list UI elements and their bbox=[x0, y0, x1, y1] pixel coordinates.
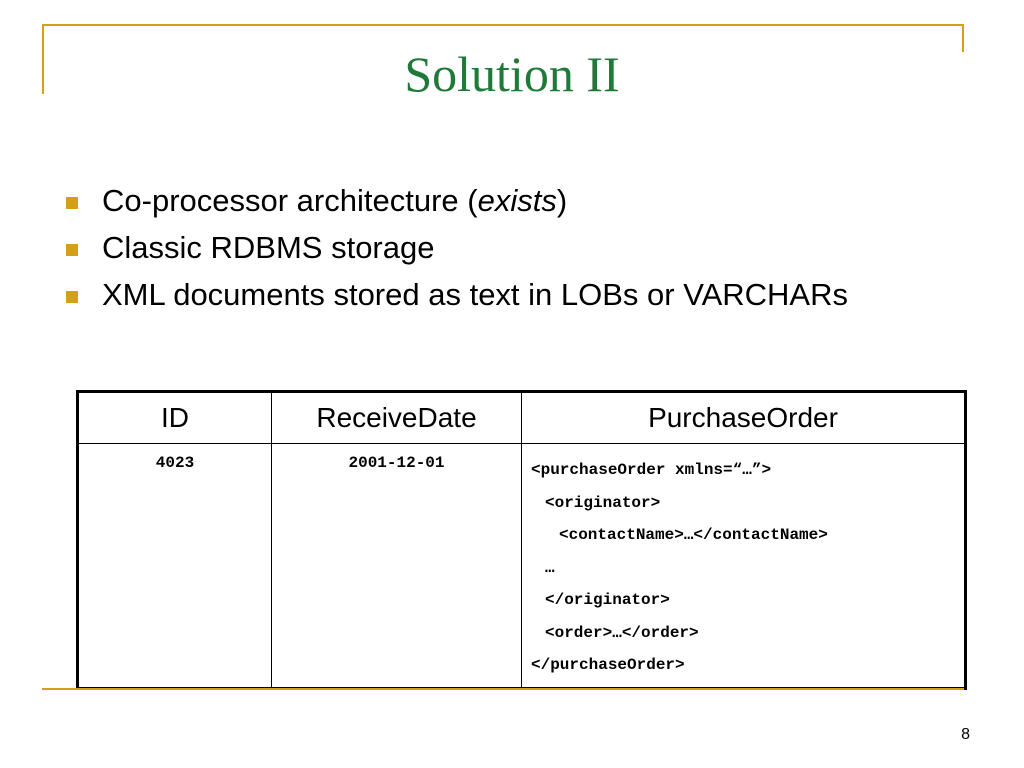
frame-bottom-line bbox=[42, 688, 964, 690]
cell-id: 4023 bbox=[77, 443, 272, 689]
frame-left-line bbox=[42, 24, 44, 94]
square-bullet-icon bbox=[66, 291, 78, 303]
column-header-id: ID bbox=[77, 391, 272, 444]
square-bullet-icon bbox=[66, 197, 78, 209]
bullet-list: Co-processor architecture (exists) Class… bbox=[62, 182, 942, 323]
purchase-order-table: ID ReceiveDate PurchaseOrder 4023 2001-1… bbox=[76, 390, 967, 690]
xml-line: </originator> bbox=[545, 591, 670, 609]
bullet-text-end: ) bbox=[556, 183, 568, 218]
square-bullet-icon bbox=[66, 244, 78, 256]
bullet-text: XML documents stored as text in LOBs or … bbox=[102, 277, 848, 312]
bullet-item: Co-processor architecture (exists) bbox=[62, 182, 942, 220]
table-row: 4023 2001-12-01 <purchaseOrder xmlns=“…”… bbox=[77, 443, 966, 689]
xml-line: <purchaseOrder xmlns=“…”> bbox=[531, 461, 772, 479]
cell-purchase-order: <purchaseOrder xmlns=“…”> <originator> <… bbox=[521, 443, 966, 689]
table-header-row: ID ReceiveDate PurchaseOrder bbox=[77, 391, 966, 444]
page-number: 8 bbox=[961, 726, 970, 743]
xml-line: </purchaseOrder> bbox=[531, 656, 685, 674]
xml-line: <originator> bbox=[545, 493, 661, 512]
frame-top-line bbox=[42, 24, 964, 26]
column-header-purchase-order: PurchaseOrder bbox=[521, 391, 966, 444]
column-header-receive-date: ReceiveDate bbox=[271, 391, 522, 444]
xml-line: <contactName>…</contactName> bbox=[559, 526, 828, 544]
xml-line: … bbox=[545, 558, 555, 577]
bullet-text: Classic RDBMS storage bbox=[102, 230, 435, 265]
slide-title: Solution II bbox=[404, 46, 620, 102]
frame-right-line bbox=[962, 24, 964, 52]
bullet-emphasis: exists bbox=[477, 183, 557, 218]
xml-line: <order>…</order> bbox=[545, 623, 699, 642]
cell-receive-date: 2001-12-01 bbox=[271, 443, 522, 689]
bullet-item: XML documents stored as text in LOBs or … bbox=[62, 276, 942, 314]
bullet-item: Classic RDBMS storage bbox=[62, 229, 942, 267]
bullet-text: Co-processor architecture ( bbox=[102, 183, 478, 218]
